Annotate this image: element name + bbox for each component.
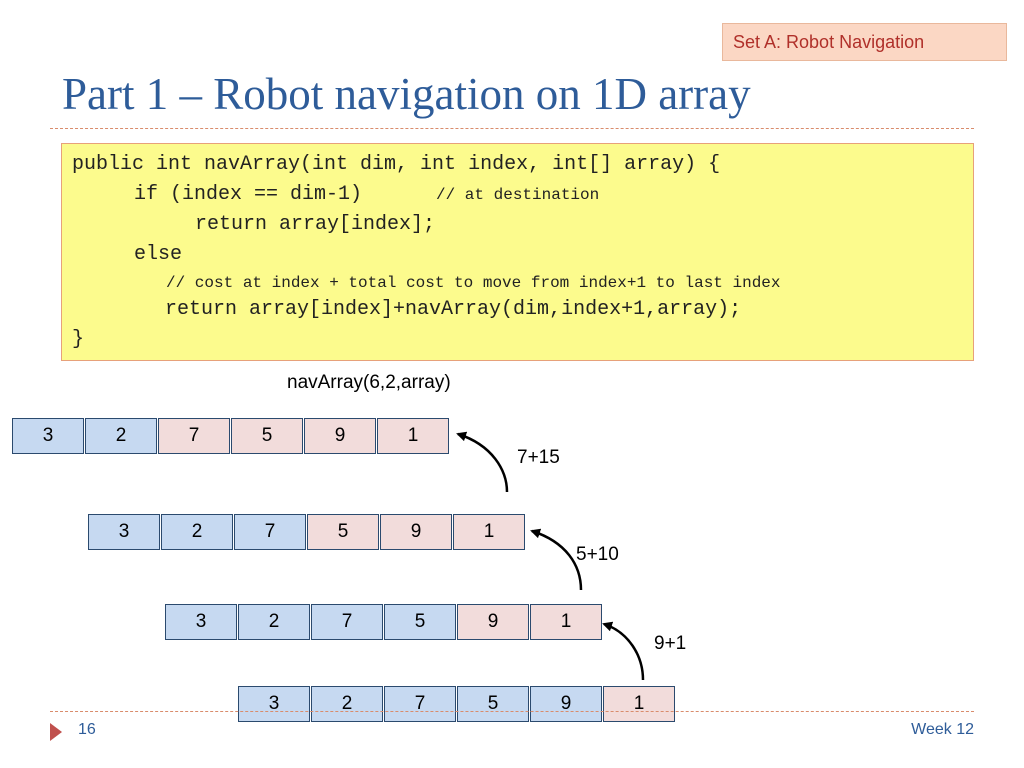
code-line: return array[index];	[195, 213, 436, 236]
set-tag: Set A: Robot Navigation	[722, 23, 1007, 61]
array-cell: 9	[530, 686, 602, 722]
array-cell: 1	[603, 686, 675, 722]
return-arrow	[530, 528, 583, 591]
code-comment: // at destination	[436, 186, 600, 204]
sum-label: 9+1	[654, 633, 687, 654]
page-number: 16	[78, 721, 96, 738]
footer-divider	[50, 711, 974, 712]
array-cell: 7	[311, 604, 383, 640]
slide-title: Part 1 – Robot navigation on 1D array	[62, 69, 751, 119]
array-cell: 9	[304, 418, 376, 454]
code-line: }	[72, 328, 85, 351]
bullet-triangle-icon	[50, 723, 62, 741]
array-cell: 2	[311, 686, 383, 722]
array-cell: 2	[85, 418, 157, 454]
code-line: else	[134, 243, 183, 266]
array-cell: 1	[453, 514, 525, 550]
array-cell: 5	[307, 514, 379, 550]
sum-label: 5+10	[576, 544, 619, 565]
code-line: return array[index]+navArray(dim,index+1…	[165, 298, 742, 321]
array-cell: 9	[457, 604, 529, 640]
title-divider	[50, 128, 974, 129]
array-cell: 3	[165, 604, 237, 640]
array-cell: 7	[384, 686, 456, 722]
call-label: navArray(6,2,array)	[287, 372, 451, 393]
array-cell: 5	[457, 686, 529, 722]
array-cell: 3	[238, 686, 310, 722]
code-comment: // cost at index + total cost to move fr…	[166, 274, 781, 292]
week-label: Week 12	[911, 721, 974, 738]
code-line: if (index == dim-1)	[134, 183, 363, 206]
sum-label: 7+15	[517, 447, 560, 468]
return-arrow	[602, 621, 645, 681]
code-line: public int navArray(int dim, int index, …	[72, 153, 721, 176]
array-cell: 1	[377, 418, 449, 454]
array-cell: 7	[234, 514, 306, 550]
return-arrow	[456, 431, 509, 493]
array-cell: 3	[88, 514, 160, 550]
array-cell: 1	[530, 604, 602, 640]
array-cell: 3	[12, 418, 84, 454]
array-cell: 7	[158, 418, 230, 454]
code-block: public int navArray(int dim, int index, …	[61, 143, 974, 361]
array-cell: 5	[231, 418, 303, 454]
array-cell: 5	[384, 604, 456, 640]
array-cell: 2	[238, 604, 310, 640]
array-cell: 2	[161, 514, 233, 550]
array-cell: 9	[380, 514, 452, 550]
